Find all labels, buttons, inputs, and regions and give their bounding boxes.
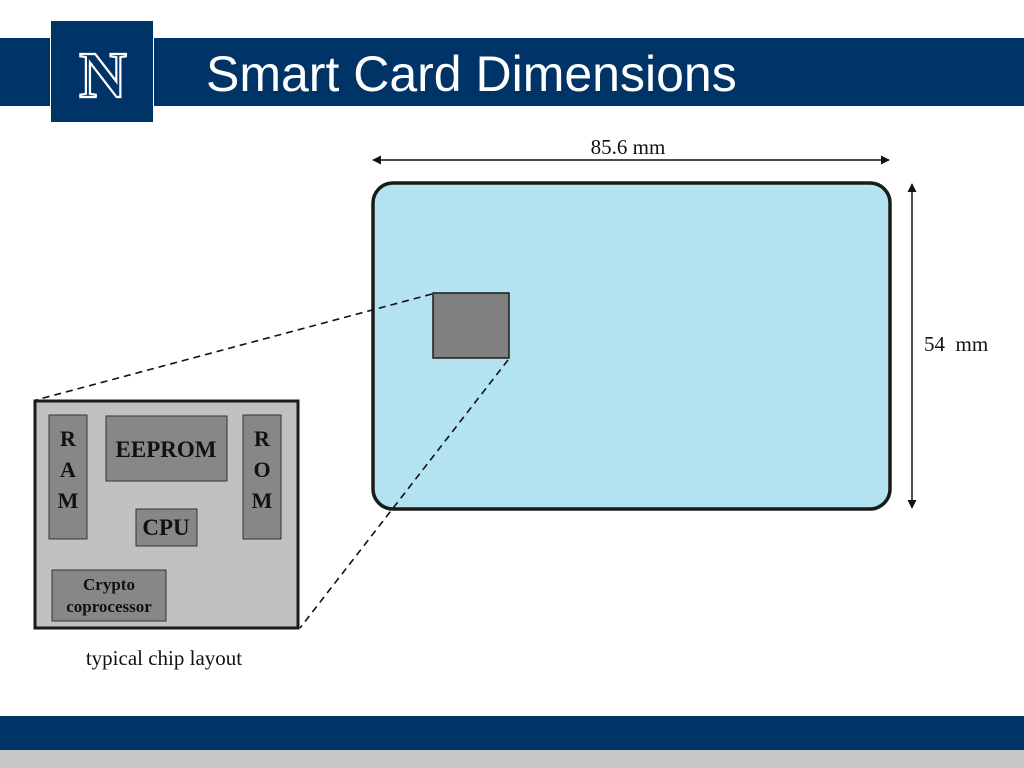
smart-card-body <box>371 181 892 511</box>
ram-block <box>48 414 88 540</box>
zoom-line-top <box>35 293 433 401</box>
eeprom-block <box>105 415 228 482</box>
zoom-line-bottom <box>299 359 509 629</box>
card-height-label: 54 mm <box>924 332 988 356</box>
university-logo: N <box>50 20 154 123</box>
logo-monogram-icon: N <box>78 38 128 113</box>
rom-letter: M <box>252 488 273 513</box>
header-bar <box>0 38 1024 106</box>
footer-strip <box>0 750 1024 768</box>
cpu-label: CPU <box>142 515 190 540</box>
card-chip <box>432 292 510 359</box>
logo-letter: N <box>79 39 127 112</box>
footer-bar <box>0 716 1024 750</box>
slide-title: Smart Card Dimensions <box>206 46 737 102</box>
chip-layout-caption: typical chip layout <box>86 646 242 670</box>
ram-letter: R <box>60 426 77 451</box>
crypto-label-line: Crypto <box>83 575 135 594</box>
eeprom-label: EEPROM <box>116 437 217 462</box>
rom-block <box>242 414 282 540</box>
rom-letter: R <box>254 426 271 451</box>
ram-letter: A <box>60 457 76 482</box>
rom-letter: O <box>253 457 270 482</box>
cpu-block <box>135 508 198 547</box>
card-width-label: 85.6 mm <box>591 135 666 159</box>
ram-letter: M <box>58 488 79 513</box>
crypto-coprocessor-block <box>51 569 167 622</box>
crypto-label-line: coprocessor <box>66 597 152 616</box>
